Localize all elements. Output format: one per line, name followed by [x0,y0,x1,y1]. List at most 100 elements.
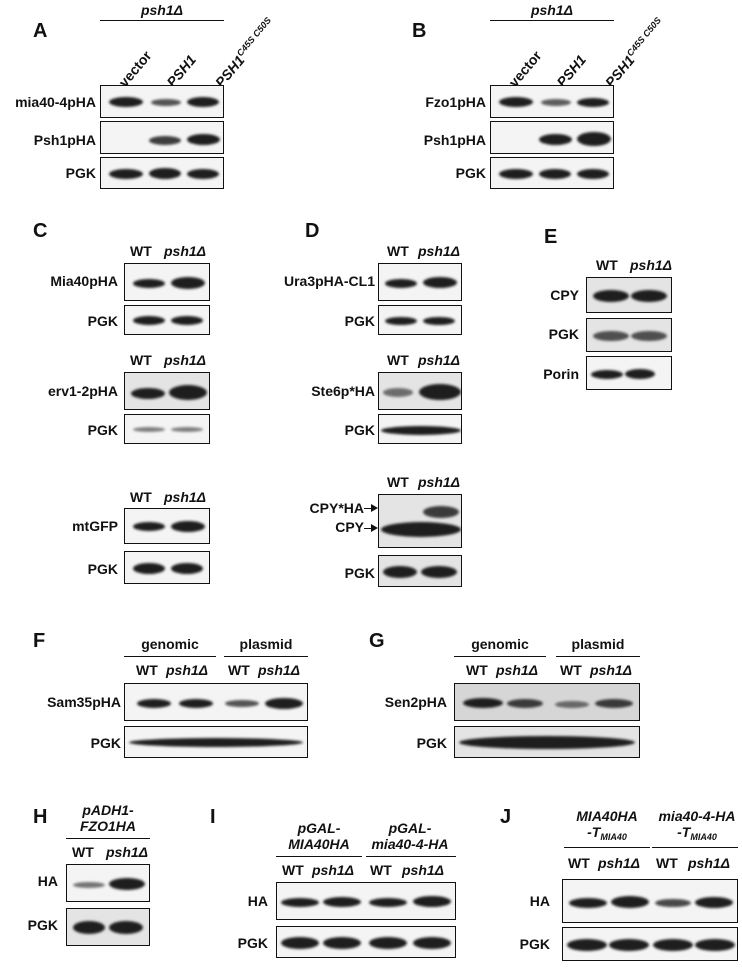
panel-f-lane-1: WT [136,662,158,678]
panel-e-label: E [544,226,558,248]
panel-g-label: G [369,630,385,652]
panel-i-lane-3: WT [370,862,392,878]
panel-c-lane-wt: WT [130,489,152,505]
panel-i-lane-1: WT [282,862,304,878]
panel-h-row-label: PGK [27,917,58,933]
panel-j-row-label: HA [529,893,550,909]
panel-h-lane-wt: WT [72,844,94,860]
panel-g-lane-4: psh1Δ [590,662,633,678]
panel-j-blot-1 [562,879,738,923]
panel-c-blot-1 [124,263,210,301]
panel-j-group2-line-1: mia40-4-HA [658,808,736,824]
panel-c-lane-psh1: psh1Δ [164,243,207,259]
panel-g-lane-1: WT [466,662,488,678]
panel-j-group2-line-2: -TMIA40 [677,824,717,842]
panel-a-row-label: Psh1pHA [33,132,96,148]
panel-c-lane-psh1: psh1Δ [164,352,207,368]
panel-b-group-line [490,20,614,21]
panel-j-group1-line [564,847,650,848]
panel-i-group2-line [366,856,456,857]
panel-h-blot-1 [66,864,150,902]
panel-f-group-genomic: genomic [141,636,199,652]
panel-j-lane-1: WT [568,855,590,871]
panel-i-blot-1 [276,882,456,920]
panel-i-label: I [210,806,216,828]
panel-d-row-label: PGK [344,565,375,581]
panel-d-row-label: PGK [344,422,375,438]
panel-c-lane-wt: WT [130,352,152,368]
panel-h-blot-2 [66,908,150,946]
panel-d-row-label: CPY*HA [309,500,364,516]
panel-f-row-label: PGK [90,735,121,751]
panel-a-blot-2 [100,121,224,154]
panel-c-row-label: PGK [87,561,118,577]
panel-b-blot-1 [490,85,614,118]
panel-d-blot-2 [378,305,462,335]
panel-b-row-label: Fzo1pHA [425,94,486,110]
panel-j-group1-line-1: MIA40HA [576,808,638,824]
panel-e-lane-wt: WT [596,257,618,273]
panel-g-line-plasmid [556,656,640,657]
panel-b-blot-2 [490,121,614,154]
panel-i-group1-line [276,856,362,857]
panel-g-row-label: PGK [416,735,447,751]
panel-g-lane-2: psh1Δ [496,662,539,678]
panel-c-row-label: PGK [87,422,118,438]
panel-a-row-label: mia40-4pHA [15,94,96,110]
panel-c-blot-3 [124,372,210,410]
panel-d-lane-wt: WT [387,243,409,259]
panel-a-blot-1 [100,85,224,118]
panel-f-group-plasmid: plasmid [239,636,293,652]
panel-a-blot-3 [100,157,224,189]
panel-i-row-label: PGK [237,935,268,951]
panel-h-group-line-1: pADH1- [82,802,134,818]
panel-b-row-label: Psh1pHA [423,132,486,148]
panel-d-blot-5 [378,494,462,548]
panel-d-row-label: CPY [335,519,364,535]
panel-c-blot-2 [124,305,210,335]
panel-f-lane-3: WT [228,662,250,678]
panel-e-blot-2 [586,318,672,352]
panel-d-blot-6 [378,555,462,587]
panel-e-lane-psh1: psh1Δ [630,257,673,273]
panel-a-label: A [33,20,48,42]
panel-i-lane-2: psh1Δ [312,862,355,878]
panel-g-row-label: Sen2pHA [384,694,447,710]
panel-b-blot-3 [490,157,614,189]
panel-c-blot-4 [124,414,210,444]
panel-e-row-label: CPY [550,287,579,303]
panel-d-arrow-cpy [364,523,378,532]
panel-f-label: F [33,630,46,652]
panel-i-row-label: HA [247,893,268,909]
panel-i-group2-line-2: mia40-4-HA [371,836,449,852]
panel-a-row-label: PGK [65,165,96,181]
panel-d-blot-4 [378,414,462,444]
panel-c-lane-psh1: psh1Δ [164,489,207,505]
panel-f-blot-2 [124,726,308,758]
panel-i-group1-line-1: pGAL- [297,820,341,836]
panel-a-group-line [100,20,224,21]
panel-c-row-label: PGK [87,313,118,329]
panel-j-group2-line [652,847,738,848]
panel-i-group1-line-2: MIA40HA [288,836,350,852]
panel-f-lane-2: psh1Δ [166,662,209,678]
panel-d-blot-3 [378,372,462,410]
panel-c-label: C [33,220,48,242]
panel-h-label: H [33,806,48,828]
panel-i-lane-4: psh1Δ [402,862,445,878]
panel-f-blot-1 [124,683,308,721]
panel-d-lane-psh1: psh1Δ [418,352,461,368]
panel-h-group-line [66,838,150,839]
panel-d-arrow-cpy-star [364,503,378,512]
panel-e-row-label: Porin [543,366,579,382]
panel-i-blot-2 [276,926,456,958]
panel-d-lane-psh1: psh1Δ [418,243,461,259]
panel-d-lane-wt: WT [387,352,409,368]
panel-c-lane-wt: WT [130,243,152,259]
panel-e-row-label: PGK [548,326,579,342]
panel-g-blot-2 [454,726,640,758]
panel-g-group-genomic: genomic [471,636,529,652]
panel-e-blot-1 [586,277,672,313]
panel-h-lane-psh1: psh1Δ [106,844,149,860]
panel-d-label: D [305,220,320,242]
